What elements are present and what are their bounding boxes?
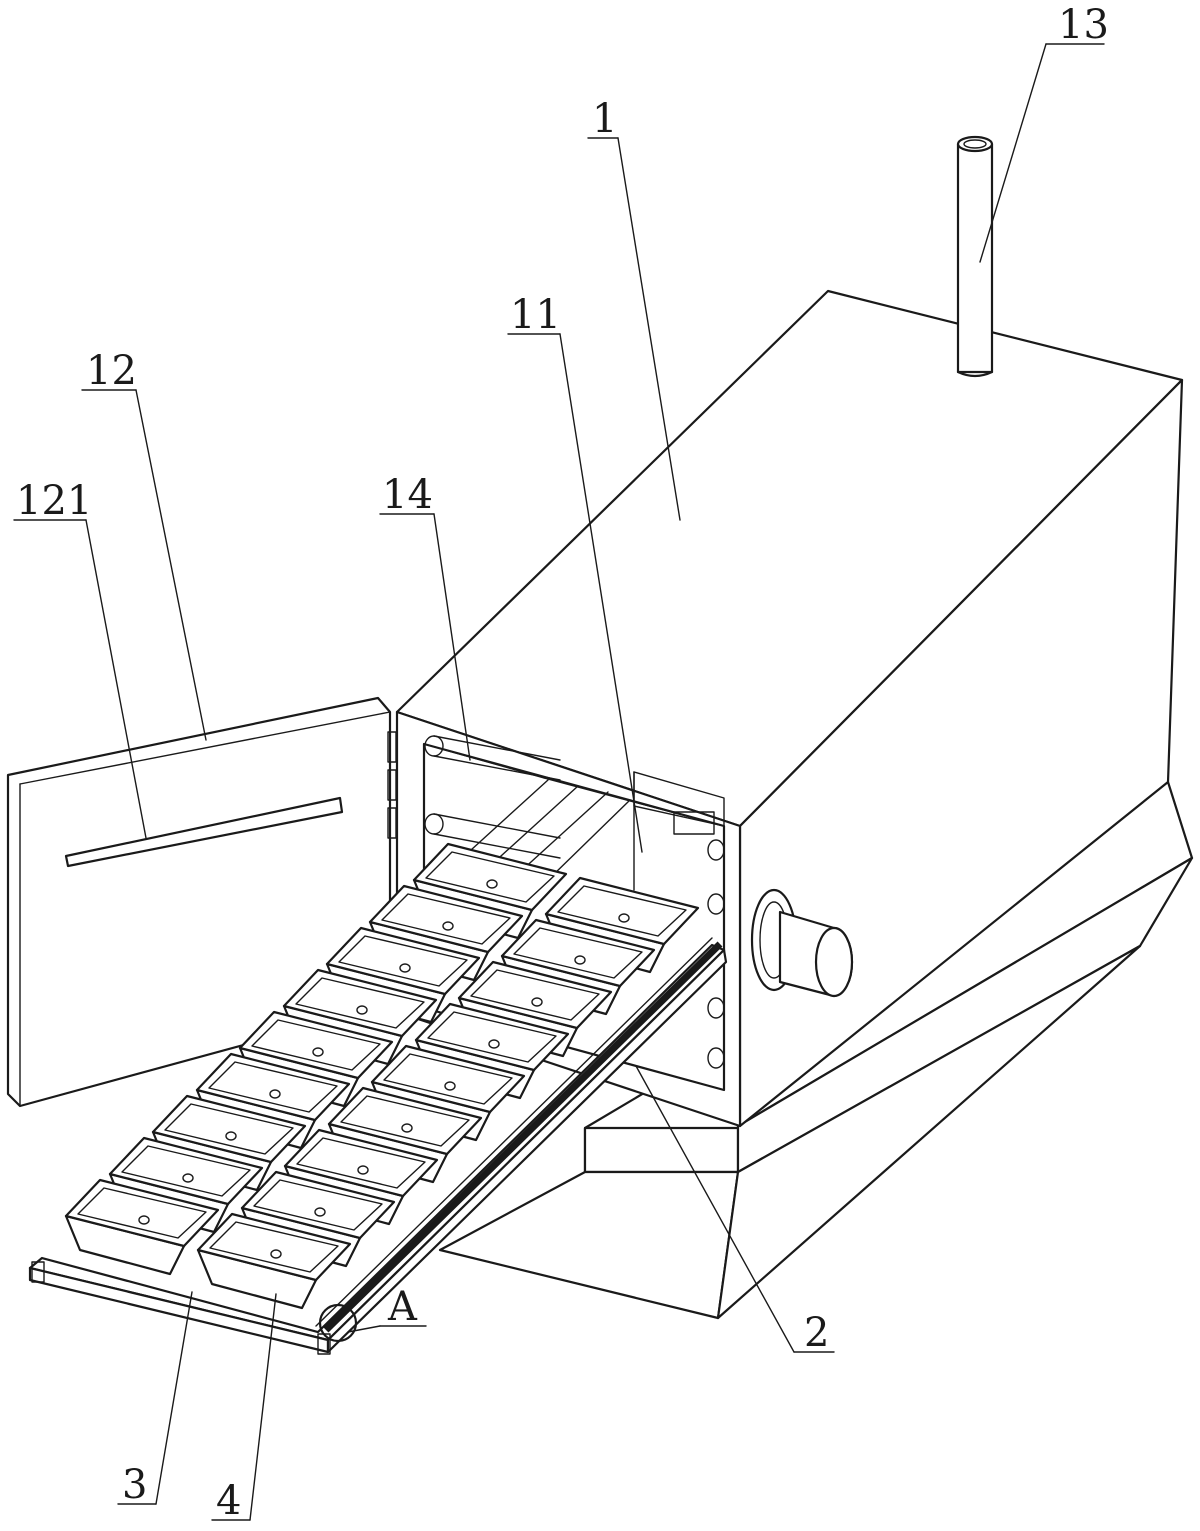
label-11: 11 [510, 292, 561, 338]
tray [28, 943, 728, 1355]
label-2: 2 [804, 1310, 829, 1356]
label-12: 12 [86, 348, 137, 394]
rail [315, 937, 723, 1343]
detail-a-circle [318, 1303, 358, 1343]
label-121: 121 [16, 478, 92, 524]
baking-pan [64, 1178, 220, 1276]
leaders [13, 43, 1105, 1521]
door-handle [64, 796, 344, 868]
label-14: 14 [382, 472, 433, 518]
motor [750, 888, 854, 998]
label-13: 13 [1058, 2, 1109, 48]
label-3: 3 [122, 1462, 147, 1508]
label-A: A [387, 1284, 418, 1330]
labels: 13 1 11 12 121 14 2 A 3 4 [16, 2, 1109, 1524]
label-4: 4 [216, 1478, 241, 1524]
baking-pan [196, 1212, 352, 1310]
baking-trays [64, 842, 700, 1310]
exhaust-pipe [956, 135, 994, 378]
label-1: 1 [592, 96, 617, 142]
